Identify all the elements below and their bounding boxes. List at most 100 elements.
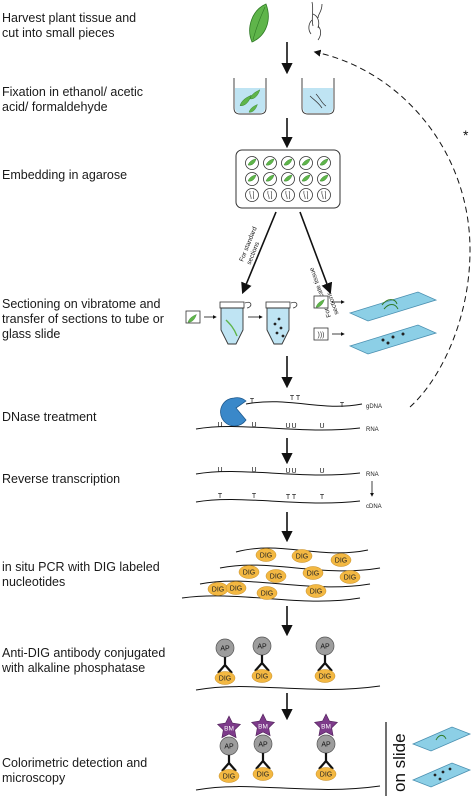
dig-label: DIG xyxy=(214,671,236,685)
section-cross-icon-tube xyxy=(185,310,201,324)
step-reverse-transcription: Reverse transcription xyxy=(2,472,121,486)
dig-label: DIG xyxy=(302,566,324,580)
svg-text:DIG: DIG xyxy=(219,675,231,682)
ap-enzyme: AP xyxy=(215,638,235,658)
t-mark: T xyxy=(340,402,345,409)
result-slide-dots xyxy=(411,762,472,788)
svg-text:DIG: DIG xyxy=(270,573,282,580)
svg-text:DIG: DIG xyxy=(320,771,332,778)
eppendorf-tube-dispersed xyxy=(265,301,298,345)
svg-text:DIG: DIG xyxy=(230,585,242,592)
u-mark: U xyxy=(217,422,222,429)
svg-text:DIG: DIG xyxy=(223,773,235,780)
dig-label: DIG xyxy=(256,586,278,600)
svg-text:BM: BM xyxy=(321,724,331,731)
u-mark: U xyxy=(285,423,290,430)
svg-text:AP: AP xyxy=(321,742,331,749)
u-mark: U xyxy=(251,422,256,429)
u-mark: U xyxy=(291,468,296,475)
harvest-leaf-icon xyxy=(249,3,269,43)
gdna-label: gDNA xyxy=(366,404,382,410)
agarose-plate xyxy=(235,149,341,209)
t-mark: T xyxy=(286,494,291,501)
asterisk-marker: * xyxy=(463,127,469,143)
plate-well xyxy=(281,172,295,186)
plate-well xyxy=(263,156,277,170)
svg-text:DIG: DIG xyxy=(212,586,224,593)
gdna-strand xyxy=(245,401,363,407)
t-mark: T xyxy=(292,494,297,501)
t-mark: T xyxy=(320,494,325,501)
u-mark: U xyxy=(291,423,296,430)
dig-label: DIG xyxy=(339,570,361,584)
svg-text:DIG: DIG xyxy=(260,552,272,559)
dig-label: DIG xyxy=(315,767,337,781)
plate-well xyxy=(317,172,331,186)
ap-antibody: AP DIG xyxy=(251,636,273,683)
ap-antibody: AP DIG xyxy=(214,638,236,685)
svg-text:DIG: DIG xyxy=(319,673,331,680)
svg-text:AP: AP xyxy=(224,744,234,751)
svg-text:BM: BM xyxy=(258,724,268,731)
bm-substrate: BM xyxy=(216,715,242,739)
ap-antibody: AP DIG xyxy=(314,636,336,683)
dig-label: DIG xyxy=(225,581,247,595)
svg-text:DIG: DIG xyxy=(296,553,308,560)
plate-well xyxy=(299,156,313,170)
antibody-group: AP DIG AP DIG AP DIG xyxy=(214,636,336,685)
svg-text:DIG: DIG xyxy=(344,574,356,581)
plate-well xyxy=(317,156,331,170)
step-detection: Colorimetric detection and microscopy xyxy=(2,756,148,785)
bm-substrate: BM xyxy=(313,713,339,737)
step-in-situ-pcr: in situ PCR with DIG labeled nucleotides xyxy=(2,560,160,589)
section-icon-leaf xyxy=(313,295,329,309)
svg-text:DIG: DIG xyxy=(307,570,319,577)
u-mark: U xyxy=(319,423,324,430)
t-mark: T xyxy=(250,398,255,405)
ap-enzyme: AP xyxy=(315,636,335,656)
step-fixation: Fixation in ethanol/ acetic acid/ formal… xyxy=(2,85,144,114)
plate-well xyxy=(317,188,331,202)
dnase-enzyme-icon xyxy=(220,397,247,427)
strand-detection xyxy=(195,785,381,791)
dig-label: DIG xyxy=(252,767,274,781)
rna-label: RNA xyxy=(366,427,379,433)
svg-text:BM: BM xyxy=(224,726,234,733)
plate-well xyxy=(281,188,295,202)
arrow-delicate-sections xyxy=(299,211,333,295)
section-icon-root: ))) xyxy=(313,327,329,341)
dashed-return-arrow xyxy=(313,49,471,408)
dig-label: DIG xyxy=(265,569,287,583)
svg-text:DIG: DIG xyxy=(243,569,255,576)
dig-label: DIG xyxy=(238,565,260,579)
svg-text:AP: AP xyxy=(257,644,267,651)
svg-text:))): ))) xyxy=(318,332,325,339)
harvest-root-icon xyxy=(308,1,323,41)
fixation-tube-leaves xyxy=(233,78,267,115)
cdna-strand xyxy=(195,498,361,504)
ap-enzyme: AP xyxy=(316,734,336,754)
u-mark: U xyxy=(217,467,222,474)
svg-text:AP: AP xyxy=(220,646,230,653)
u-mark: U xyxy=(319,468,324,475)
plate-well xyxy=(245,156,259,170)
dig-label: DIG xyxy=(251,669,273,683)
ap-antibody: BM AP DIG xyxy=(313,713,339,781)
svg-text:DIG: DIG xyxy=(256,673,268,680)
arrow-standard-sections xyxy=(241,211,277,295)
dig-label: DIG xyxy=(218,769,240,783)
strand-antibody xyxy=(195,685,381,691)
plate-well xyxy=(263,188,277,202)
cdna-label: cDNA xyxy=(366,504,382,510)
step-anti-dig: Anti-DIG antibody conjugated with alkali… xyxy=(2,646,166,675)
glass-slide-dots xyxy=(348,324,438,355)
plate-well xyxy=(299,188,313,202)
ap-enzyme: AP xyxy=(219,736,239,756)
plate-well xyxy=(263,172,277,186)
svg-text:DIG: DIG xyxy=(261,590,273,597)
svg-text:AP: AP xyxy=(320,644,330,651)
delicate-sections-label: For delicate tissuesections xyxy=(308,263,340,318)
